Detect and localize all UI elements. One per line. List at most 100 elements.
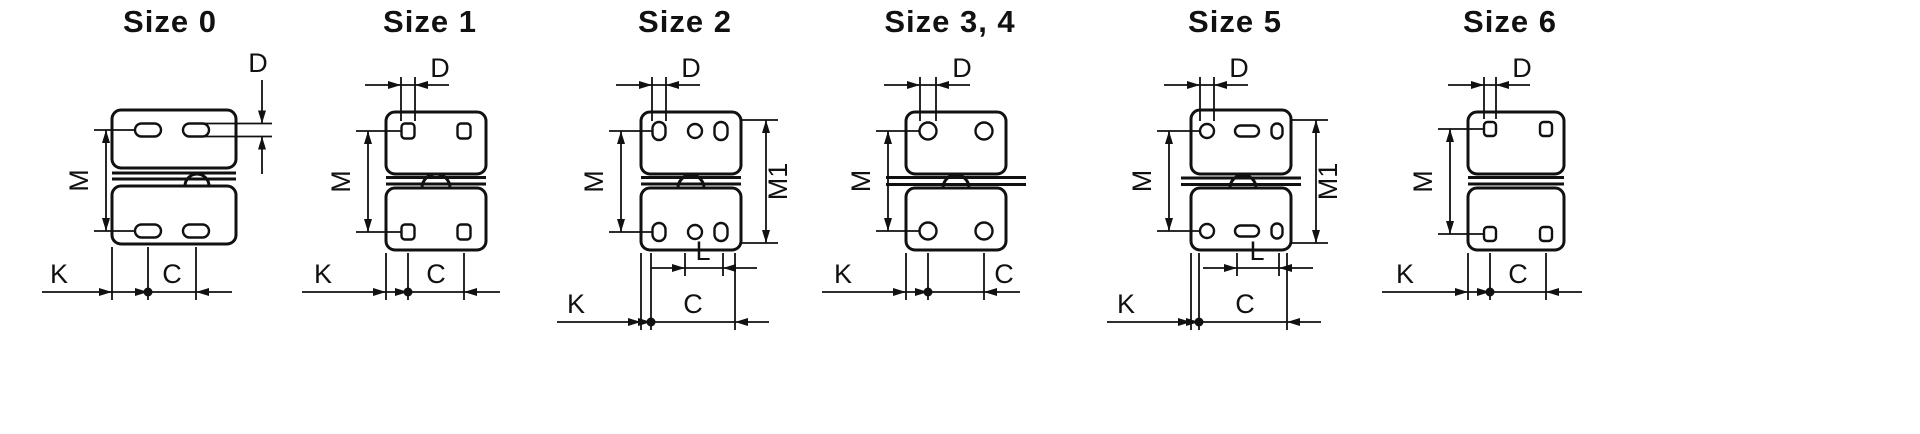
dimension-m: M	[64, 129, 135, 232]
reference-dot	[1194, 317, 1204, 327]
top-block	[904, 110, 1008, 176]
mounting-hole	[1270, 222, 1284, 240]
mounting-hole	[1233, 224, 1261, 238]
mounting-hole	[181, 122, 211, 138]
mounting-hole	[1538, 120, 1554, 138]
arrowhead-down	[1312, 230, 1320, 243]
arrowhead-right	[915, 288, 928, 296]
dimension-label-c: C	[1508, 259, 1528, 289]
arrowhead-left	[723, 264, 736, 272]
panel-title: Size 3, 4	[884, 4, 1015, 39]
dimension-m1: M1	[741, 119, 793, 244]
arrowhead-up	[1312, 120, 1320, 133]
bottom-block	[1466, 186, 1566, 252]
mounting-hole	[456, 122, 472, 140]
dimension-l: L	[1203, 236, 1313, 276]
arrowhead-right	[1178, 318, 1191, 326]
arrowhead-left	[1287, 318, 1300, 326]
arrowhead-right	[135, 288, 148, 296]
dimension-label-c: C	[994, 259, 1014, 289]
dimension-label-c: C	[162, 259, 182, 289]
arrowhead-right	[628, 318, 641, 326]
panel-title: Size 2	[638, 4, 732, 39]
arrowhead-right	[395, 288, 408, 296]
mounting-hole	[918, 221, 938, 241]
arrowhead-right	[99, 288, 112, 296]
dimension-d: D	[198, 48, 272, 174]
arrowhead-left	[666, 81, 679, 89]
arrowhead-up	[1165, 131, 1173, 144]
mounting-hole	[1270, 122, 1284, 140]
arrowhead-right	[893, 288, 906, 296]
arrowhead-right	[388, 81, 401, 89]
reference-dot	[403, 287, 413, 297]
reference-dot	[646, 317, 656, 327]
dimension-label-m1: M1	[1313, 163, 1343, 201]
dimension-m: M	[1127, 130, 1200, 232]
reference-dot	[1485, 287, 1495, 297]
arrowhead-up	[762, 120, 770, 133]
dimension-d: D	[616, 53, 701, 121]
dimension-d: D	[884, 53, 972, 121]
arrowhead-left	[1214, 81, 1227, 89]
arrowhead-down	[102, 218, 110, 231]
dimension-d: D	[1164, 53, 1249, 121]
arrowhead-right	[1224, 264, 1237, 272]
arrowhead-up	[617, 131, 625, 144]
mounting-hole	[1198, 222, 1216, 240]
arrowhead-right	[1471, 81, 1484, 89]
dimension-label-m1: M1	[763, 163, 793, 201]
panel-title: Size 1	[383, 4, 477, 39]
mounting-hole	[1233, 124, 1261, 138]
mounting-hole	[1482, 225, 1498, 243]
arrowhead-right	[672, 264, 685, 272]
arrowhead-down	[258, 110, 266, 124]
dimension-label-m: M	[64, 169, 94, 192]
arrowhead-right	[907, 81, 920, 89]
dimension-label-k: K	[567, 289, 585, 319]
mounting-hole	[651, 120, 667, 142]
dimension-label-d: D	[681, 53, 701, 83]
top-block	[110, 108, 238, 170]
arrowhead-left	[735, 318, 748, 326]
arrowhead-up	[258, 136, 266, 150]
semicircle-notch	[676, 173, 706, 189]
mounting-hole	[686, 122, 704, 140]
arrowhead-right	[639, 81, 652, 89]
arrowhead-right	[1477, 288, 1490, 296]
reference-dot	[923, 287, 933, 297]
dimension-m: M	[579, 130, 652, 233]
dimension-label-c: C	[426, 259, 446, 289]
bottom-block	[1189, 186, 1293, 252]
arrowhead-right	[1455, 288, 1468, 296]
dimension-label-d: D	[248, 48, 268, 78]
dimension-label-k: K	[1396, 259, 1414, 289]
dimension-label-d: D	[1229, 53, 1249, 83]
dimension-label-l: L	[1249, 236, 1264, 266]
arrowhead-left	[464, 288, 477, 296]
mounting-hole	[1482, 120, 1498, 138]
top-block	[1189, 108, 1293, 176]
bottom-block	[384, 186, 488, 252]
mounting-hole	[686, 223, 704, 241]
bottom-block	[904, 186, 1008, 252]
arrowhead-right	[1186, 318, 1199, 326]
dimension-label-d: D	[430, 53, 450, 83]
mounting-hole	[400, 223, 416, 241]
dimension-label-k: K	[50, 259, 68, 289]
dimension-m: M	[326, 130, 401, 233]
arrowhead-down	[617, 219, 625, 232]
mounting-hole	[181, 223, 211, 239]
dimension-label-k: K	[834, 259, 852, 289]
dimension-m: M	[846, 130, 920, 232]
top-block	[1466, 110, 1566, 176]
dimension-label-k: K	[1117, 289, 1135, 319]
